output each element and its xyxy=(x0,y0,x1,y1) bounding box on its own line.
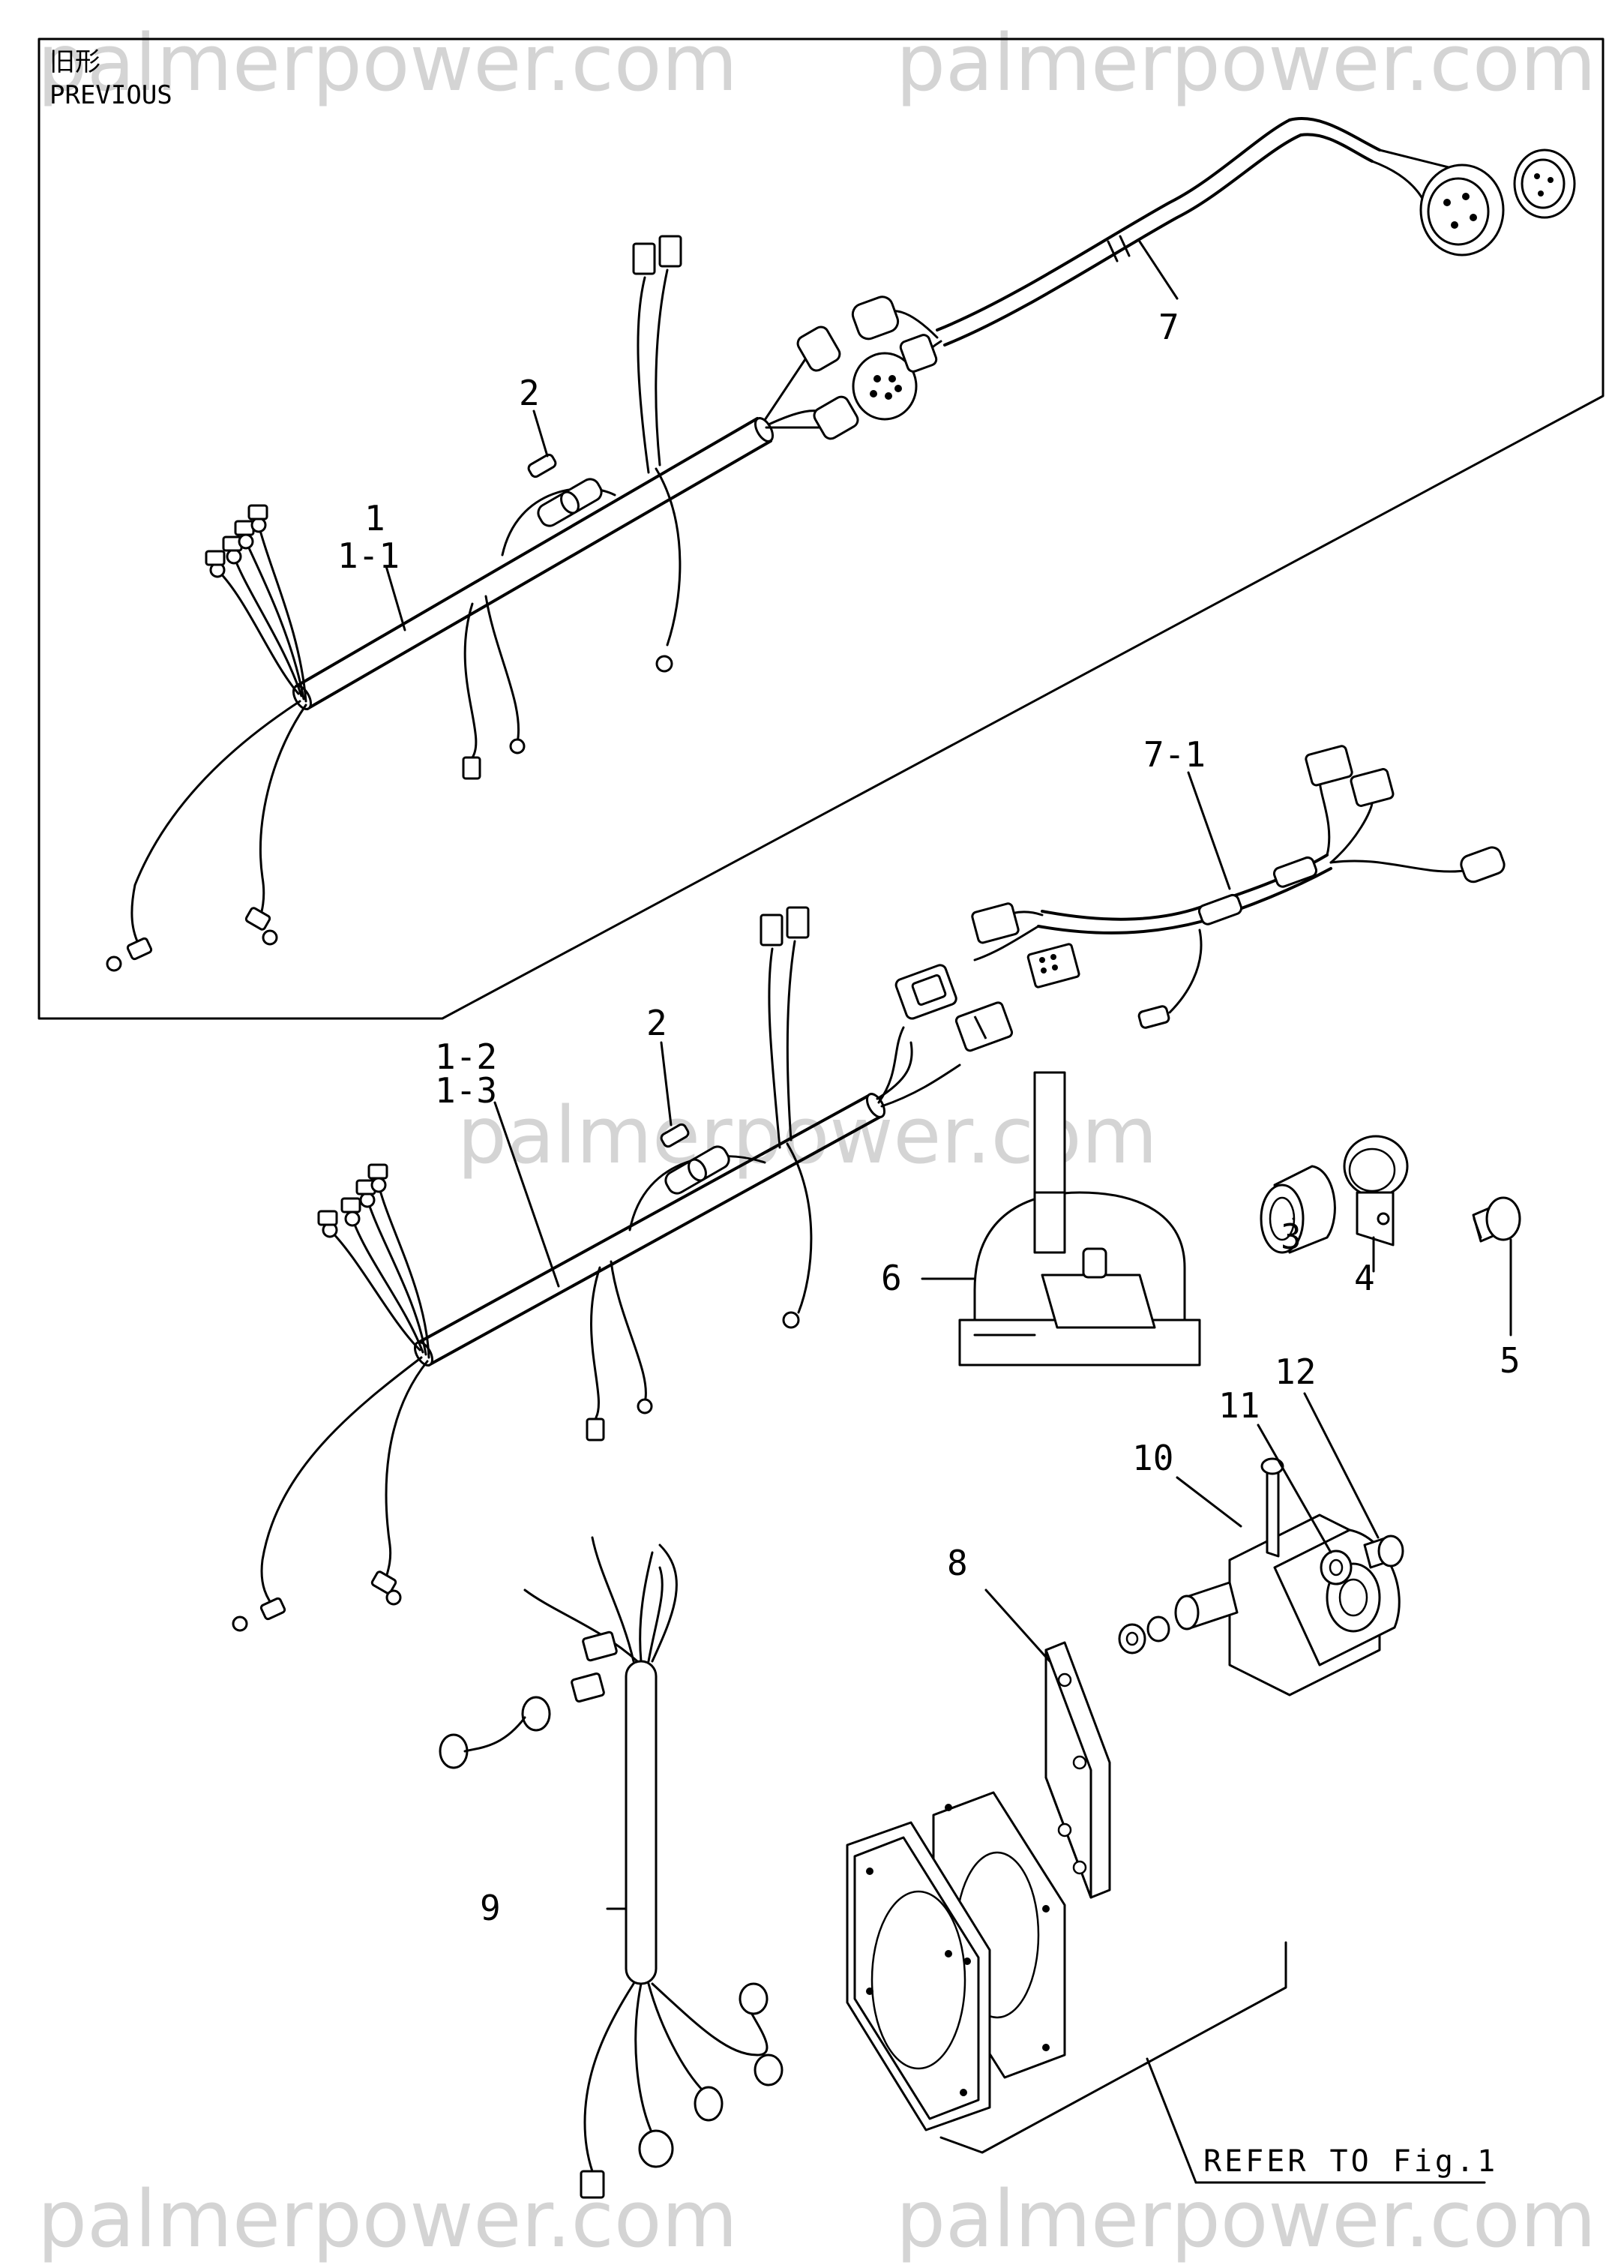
callout-9: 9 xyxy=(480,1888,501,1928)
previous-label-jp: 旧形 xyxy=(49,47,100,77)
callout-6: 6 xyxy=(881,1258,902,1298)
watermark-bottom-left: palmerpower.com xyxy=(37,2174,738,2265)
callout-1: 1 xyxy=(364,498,385,538)
fuse-part-2-middle xyxy=(660,1123,690,1148)
refer-note: REFER TO Fig.1 xyxy=(1203,2144,1498,2179)
leader-lines xyxy=(385,240,1512,2184)
callout-7: 7 xyxy=(1158,307,1179,347)
callout-8: 8 xyxy=(947,1543,968,1583)
harness-1-previous xyxy=(106,235,859,972)
previous-frame: 旧形 PREVIOUS xyxy=(37,38,1605,1020)
callout-3: 3 xyxy=(1281,1216,1302,1257)
watermark-bottom-right: palmerpower.com xyxy=(896,2174,1596,2265)
clamp-part-4 xyxy=(1343,1135,1409,1246)
callout-1-3: 1-3 xyxy=(435,1070,497,1111)
switch-part-6 xyxy=(958,1071,1201,1366)
callout-12: 12 xyxy=(1275,1352,1316,1392)
watermark-top-right: palmerpower.com xyxy=(896,17,1596,109)
bolt-part-5 xyxy=(1472,1196,1521,1243)
callout-5: 5 xyxy=(1500,1340,1521,1381)
harness-7 xyxy=(851,117,1576,421)
harness-9 xyxy=(439,1536,784,2199)
callout-1-1: 1-1 xyxy=(337,536,400,576)
bushing-part-3 xyxy=(1260,1165,1336,1254)
fuse-part-2-top xyxy=(527,453,557,478)
round-connector-upper-right xyxy=(1419,148,1576,256)
callout-11: 11 xyxy=(1218,1385,1260,1426)
watermark-top-left: palmerpower.com xyxy=(37,17,738,109)
gasket-flange xyxy=(846,1791,1066,2132)
harness-1-2 xyxy=(232,906,1014,1632)
callout-4: 4 xyxy=(1354,1258,1375,1298)
bolt-part-12 xyxy=(1363,1534,1404,1569)
washer-part-11 xyxy=(1320,1550,1353,1586)
callout-2-middle: 2 xyxy=(646,1003,667,1043)
previous-label-en: PREVIOUS xyxy=(49,80,172,110)
callout-7-1: 7-1 xyxy=(1143,734,1206,775)
washers-solenoid-mount xyxy=(1118,1616,1170,1654)
harness-7-1 xyxy=(971,745,1506,1029)
callout-2-top: 2 xyxy=(519,373,540,413)
watermarks: palmerpower.com palmerpower.com palmerpo… xyxy=(37,17,1596,2265)
plate-part-8 xyxy=(1044,1641,1111,1899)
solenoid-part-10 xyxy=(1174,1457,1401,1696)
callout-1-2: 1-2 xyxy=(435,1036,497,1077)
round-connector-left xyxy=(851,296,938,421)
callout-10: 10 xyxy=(1132,1438,1173,1478)
callout-labels: 1 1-1 2 7 7-1 2 1-2 1-3 3 4 5 6 8 9 10 1… xyxy=(337,307,1521,2179)
